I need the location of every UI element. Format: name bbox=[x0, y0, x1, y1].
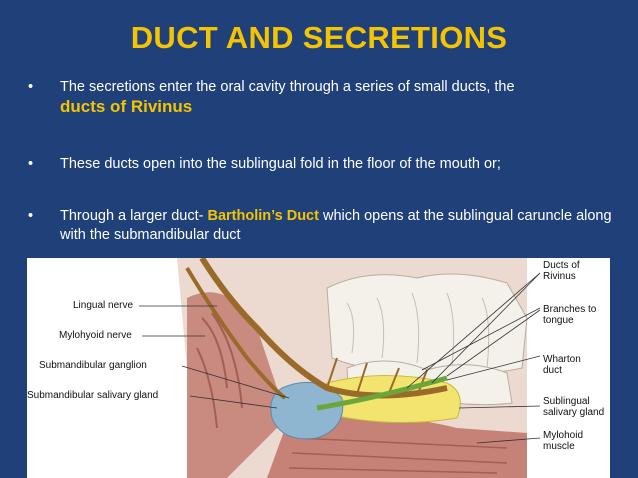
label-sublingual-salivary-gland: Sublingual salivary gland bbox=[543, 396, 604, 418]
label-line: Sublingual bbox=[543, 396, 590, 407]
mylohyoid-muscle bbox=[267, 416, 527, 478]
label-line: Mylohoid bbox=[543, 430, 584, 441]
bullet-dot: • bbox=[28, 79, 34, 95]
label-line: Branches to bbox=[543, 304, 597, 315]
label-line: muscle bbox=[543, 441, 575, 452]
slide-title: DUCT AND SECRETIONS bbox=[130, 20, 508, 55]
anatomy-figure: Lingual nerve Mylohyoid nerve Submandibu… bbox=[27, 258, 610, 478]
bullet-dot: • bbox=[28, 208, 34, 224]
bullet-text-main: The secretions enter the oral cavity thr… bbox=[60, 79, 515, 95]
label-mylohyoid-nerve: Mylohyoid nerve bbox=[59, 330, 132, 341]
label-lingual-nerve: Lingual nerve bbox=[73, 300, 134, 311]
muscle-fibers-bottom bbox=[288, 437, 508, 474]
label-wharton-duct: Wharton duct bbox=[543, 354, 581, 376]
label-line: salivary gland bbox=[543, 407, 605, 418]
label-line: Ducts of bbox=[543, 260, 580, 271]
label-line: tongue bbox=[543, 315, 574, 326]
bullet-text-prefix: Through a larger duct- bbox=[60, 208, 208, 224]
bullet-text: These ducts open into the sublingual fol… bbox=[60, 156, 501, 172]
wharton-duct bbox=[316, 375, 448, 411]
label-branches-to-tongue: Branches to tongue bbox=[543, 304, 596, 326]
label-line: duct bbox=[543, 365, 562, 376]
label-submandibular-salivary-gland: Submandibular salivary gland bbox=[27, 390, 159, 401]
label-line: Rivinus bbox=[543, 271, 576, 282]
bullet-dot: • bbox=[28, 156, 34, 172]
anatomy-illustration bbox=[139, 258, 541, 478]
bullet-text: Through a larger duct- Bartholin’s Duct … bbox=[60, 207, 620, 245]
highlight-ducts-of-rivinus: ducts of Rivinus bbox=[60, 97, 193, 116]
bullet-text: The secretions enter the oral cavity thr… bbox=[60, 78, 620, 118]
label-mylohoid-muscle: Mylohoid muscle bbox=[543, 430, 583, 452]
mylohyoid-nerve bbox=[185, 266, 287, 400]
highlight-bartholins-duct: Bartholin’s Duct bbox=[207, 208, 319, 224]
label-line: Wharton bbox=[543, 354, 581, 365]
label-submandibular-ganglion: Submandibular ganglion bbox=[39, 360, 147, 371]
bullet-text-suffix: which opens at the sublingual caruncle a… bbox=[60, 208, 612, 243]
muscle-region-left bbox=[187, 292, 287, 478]
label-ducts-of-rivinus: Ducts of Rivinus bbox=[543, 260, 580, 282]
leader-lines-left bbox=[139, 305, 290, 409]
nerve-branches bbox=[326, 357, 428, 399]
leader-lines-right bbox=[406, 272, 541, 444]
